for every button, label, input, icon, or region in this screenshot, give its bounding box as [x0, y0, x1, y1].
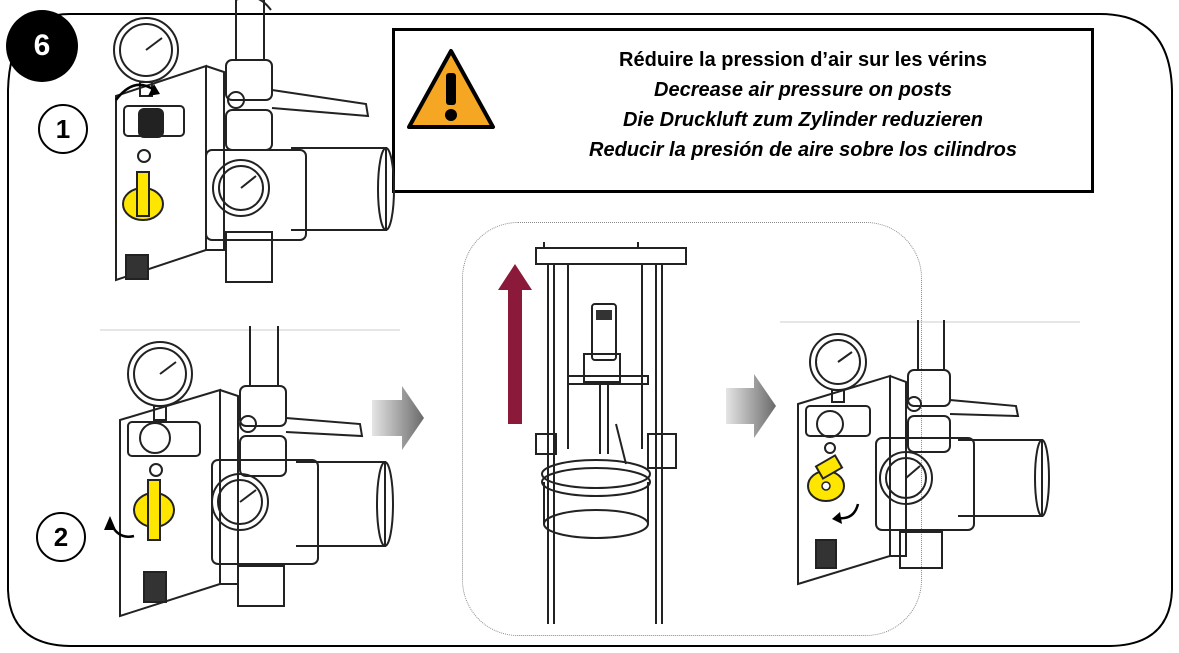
- step-badge: 6: [6, 10, 78, 82]
- lift-illustration: [498, 242, 687, 624]
- lift-panel: [462, 222, 922, 636]
- regulator-unit-2: [100, 326, 400, 618]
- flow-arrow-right-1: [372, 386, 424, 450]
- warning-text: Réduire la pression d’air sur les vérins…: [525, 45, 1081, 165]
- warning-line-es: Reducir la presión de aire sobre los cil…: [589, 139, 1017, 161]
- step-marker-2: 2: [36, 512, 86, 562]
- step-marker-1: 1: [38, 104, 88, 154]
- warning-box: Réduire la pression d’air sur les vérins…: [392, 28, 1094, 193]
- warning-line-de: Die Druckluft zum Zylinder reduzieren: [622, 109, 984, 131]
- flow-arrow-right-2: [726, 374, 776, 438]
- regulator-unit-3: [780, 320, 1080, 586]
- warning-line-fr: Réduire la pression d’air sur les vérins: [619, 49, 987, 71]
- step-number: 6: [33, 29, 51, 62]
- warning-line-en: Decrease air pressure on posts: [654, 79, 952, 101]
- regulator-unit-1: [113, 0, 395, 283]
- step-marker-2-label: 2: [53, 521, 69, 552]
- step-marker-1-label: 1: [55, 113, 71, 144]
- warning-triangle-icon: [407, 49, 495, 129]
